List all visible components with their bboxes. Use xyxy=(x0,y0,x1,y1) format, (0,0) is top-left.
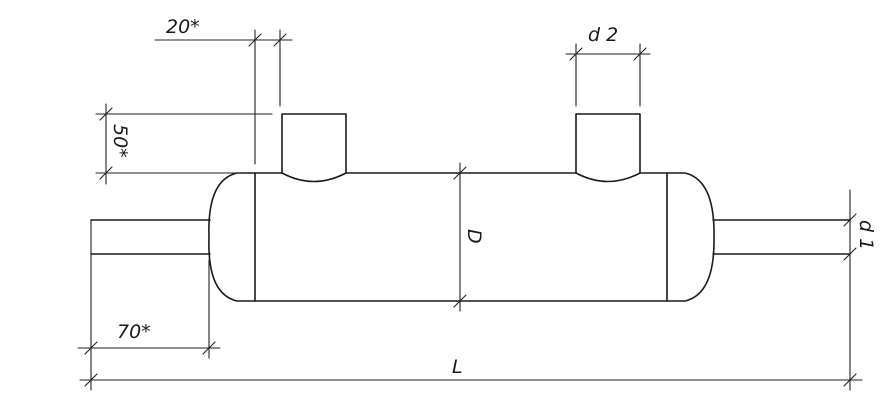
label-70: 70* xyxy=(117,321,151,343)
dimension-70: 70* xyxy=(77,259,221,359)
dimension-L: L xyxy=(79,356,863,387)
label-20: 20* xyxy=(166,16,200,38)
left-dished-head xyxy=(208,172,256,302)
dimension-50: 50* xyxy=(95,103,273,185)
top-nozzle-left xyxy=(281,113,347,183)
label-d2: d 2 xyxy=(588,24,618,46)
label-L: L xyxy=(452,356,463,378)
label-D: D xyxy=(463,229,485,244)
label-50: 50* xyxy=(109,124,131,158)
side-nozzle-right xyxy=(712,219,851,255)
dimension-20: 20* xyxy=(154,16,293,165)
dimension-D: D xyxy=(453,162,485,312)
dimension-d1: d 1 xyxy=(843,189,877,391)
right-dished-head xyxy=(666,172,715,302)
dimension-d2: d 2 xyxy=(565,24,651,107)
vessel-body xyxy=(208,172,715,302)
side-nozzle-left xyxy=(90,219,211,391)
label-d1: d 1 xyxy=(855,220,877,250)
top-nozzle-right xyxy=(575,113,641,183)
